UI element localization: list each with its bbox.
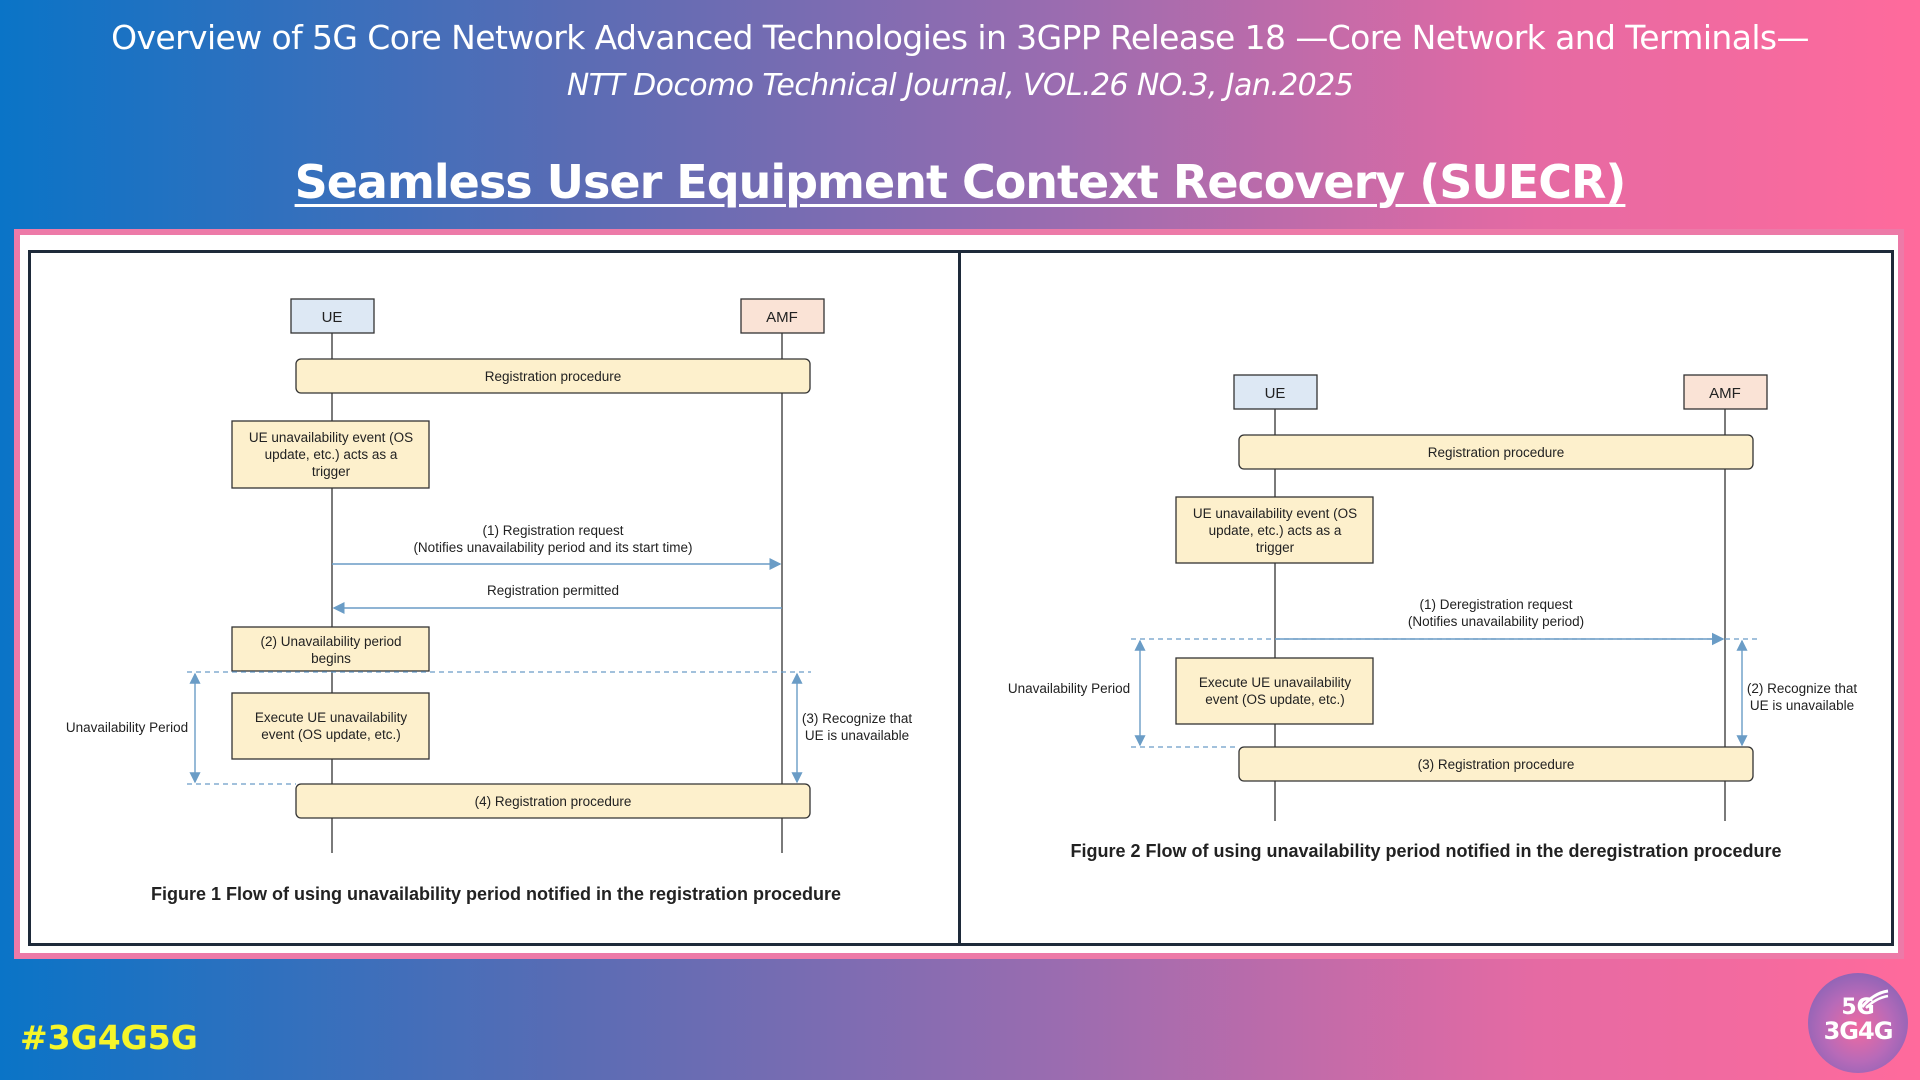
logo-3g4g-text: 3G4G bbox=[1823, 1017, 1894, 1045]
figure-1-diagram: UE AMF Registration procedure UE unavail… bbox=[66, 298, 913, 904]
figure-2-panel: UE AMF Registration procedure UE unavail… bbox=[958, 250, 1894, 946]
svg-text:AMF: AMF bbox=[1709, 385, 1741, 402]
execute-event-box: Execute UE unavailability event (OS upda… bbox=[231, 692, 430, 760]
svg-text:(2) Unavailability period: (2) Unavailability period bbox=[260, 634, 401, 649]
svg-text:event (OS update, etc.): event (OS update, etc.) bbox=[1205, 692, 1345, 707]
figure-1-panel: UE AMF Registration procedure UE unavail… bbox=[28, 250, 964, 946]
svg-text:trigger: trigger bbox=[312, 464, 351, 479]
registration-procedure-4-box: (4) Registration procedure bbox=[295, 783, 811, 819]
registration-procedure-box: Registration procedure bbox=[295, 358, 811, 394]
svg-text:update, etc.) acts as a: update, etc.) acts as a bbox=[1209, 523, 1342, 538]
execute-event-box: Execute UE unavailability event (OS upda… bbox=[1175, 657, 1374, 725]
period-begins-box: (2) Unavailability period begins bbox=[231, 626, 430, 672]
unavailability-period-label: Unavailability Period bbox=[66, 720, 188, 735]
svg-text:UE unavailability event (OS: UE unavailability event (OS bbox=[249, 430, 413, 445]
content-frame-inner: UE AMF Registration procedure UE unavail… bbox=[20, 235, 1898, 953]
hashtag-label: #3G4G5G bbox=[20, 1018, 198, 1057]
trigger-box: UE unavailability event (OS update, etc.… bbox=[231, 420, 430, 489]
svg-text:event (OS update, etc.): event (OS update, etc.) bbox=[261, 727, 401, 742]
svg-text:UE: UE bbox=[1265, 385, 1286, 402]
svg-text:Execute UE unavailability: Execute UE unavailability bbox=[1199, 675, 1352, 690]
unavailability-period-label: Unavailability Period bbox=[1008, 681, 1130, 696]
figure-2-diagram: UE AMF Registration procedure UE unavail… bbox=[1008, 374, 1858, 861]
content-frame: UE AMF Registration procedure UE unavail… bbox=[14, 229, 1904, 959]
recognize-label-2: UE is unavailable bbox=[1750, 698, 1854, 713]
recognize-label: (3) Recognize that bbox=[802, 711, 913, 726]
deregistration-request-label: (1) Deregistration request bbox=[1419, 597, 1572, 612]
registration-procedure-3-box: (3) Registration procedure bbox=[1238, 746, 1754, 782]
header-title: Overview of 5G Core Network Advanced Tec… bbox=[111, 18, 1809, 57]
amf-node: AMF bbox=[1683, 374, 1768, 410]
registration-permitted-label: Registration permitted bbox=[487, 583, 619, 598]
svg-text:Registration procedure: Registration procedure bbox=[485, 369, 622, 384]
registration-request-note: (Notifies unavailability period and its … bbox=[413, 540, 692, 555]
svg-text:(4) Registration procedure: (4) Registration procedure bbox=[475, 794, 632, 809]
svg-text:(3) Registration procedure: (3) Registration procedure bbox=[1418, 757, 1575, 772]
ue-node: UE bbox=[1233, 374, 1318, 410]
signal-wave-icon bbox=[1860, 989, 1889, 1009]
header-subtitle: NTT Docomo Technical Journal, VOL.26 NO.… bbox=[566, 68, 1354, 103]
ue-label: UE bbox=[322, 309, 343, 326]
recognize-label: (2) Recognize that bbox=[1747, 681, 1858, 696]
figure-1-caption: Figure 1 Flow of using unavailability pe… bbox=[151, 884, 841, 904]
registration-request-label: (1) Registration request bbox=[482, 523, 623, 538]
svg-text:begins: begins bbox=[311, 651, 351, 666]
figure-2-caption: Figure 2 Flow of using unavailability pe… bbox=[1070, 841, 1781, 861]
svg-text:UE unavailability event (OS: UE unavailability event (OS bbox=[1193, 506, 1357, 521]
svg-text:Registration procedure: Registration procedure bbox=[1428, 445, 1565, 460]
amf-label: AMF bbox=[766, 309, 798, 326]
svg-text:Execute UE unavailability: Execute UE unavailability bbox=[255, 710, 408, 725]
trigger-box: UE unavailability event (OS update, etc.… bbox=[1175, 496, 1374, 564]
registration-procedure-box: Registration procedure bbox=[1238, 434, 1754, 470]
logo-5g-text: 5G bbox=[1841, 995, 1875, 1020]
amf-node: AMF bbox=[740, 298, 825, 334]
deregistration-request-note: (Notifies unavailability period) bbox=[1408, 614, 1584, 629]
recognize-label-2: UE is unavailable bbox=[805, 728, 909, 743]
slide-title: Seamless User Equipment Context Recovery… bbox=[294, 155, 1627, 209]
3g4g-logo: 5G 3G4G bbox=[1808, 973, 1908, 1073]
ue-node: UE bbox=[290, 298, 375, 334]
svg-text:trigger: trigger bbox=[1256, 540, 1295, 555]
svg-text:update, etc.) acts as a: update, etc.) acts as a bbox=[265, 447, 398, 462]
